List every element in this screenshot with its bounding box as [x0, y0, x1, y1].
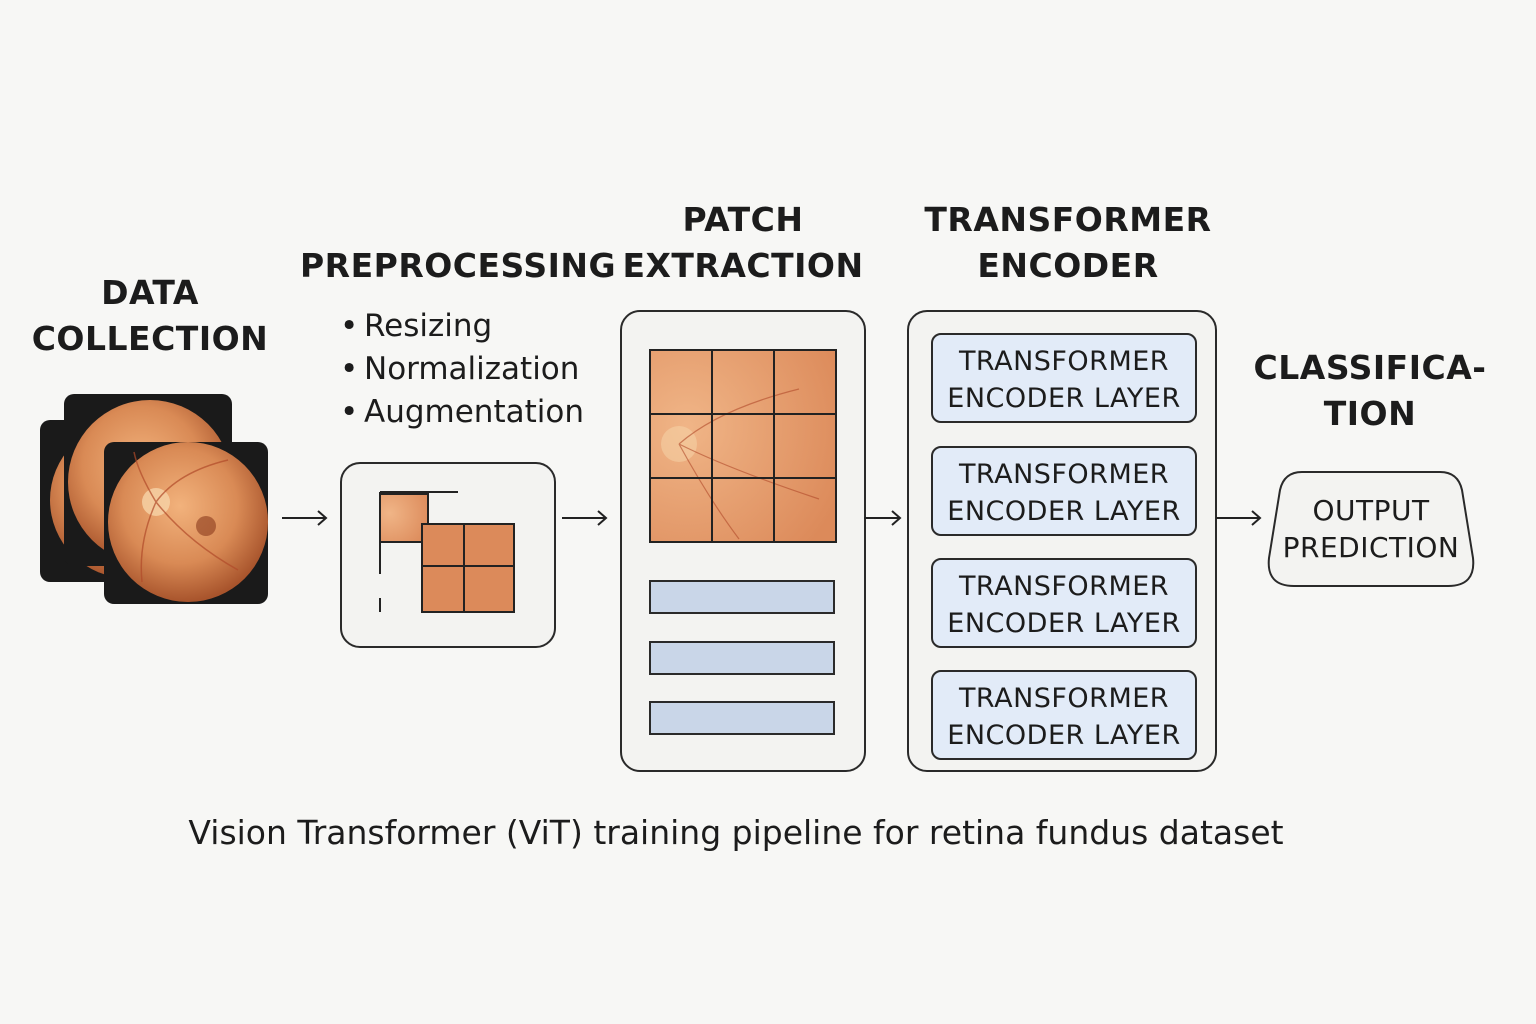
encoder-layer-label-line1: TRANSFORMER — [958, 459, 1170, 490]
classification-title-line2: TION — [1323, 394, 1417, 433]
preprocessing-steps: Resizing Normalization Augmentation — [340, 305, 584, 434]
patch-extraction-title-line2: EXTRACTION — [622, 246, 864, 285]
encoder-layer-label-line2: ENCODER LAYER — [947, 496, 1181, 527]
encoder-layer-label-line2: ENCODER LAYER — [947, 383, 1181, 414]
patch-grid — [649, 349, 837, 543]
transformer-encoder-panel: TRANSFORMER ENCODER LAYER TRANSFORMER EN… — [907, 310, 1217, 772]
patch-token-embedding — [649, 580, 835, 614]
transformer-encoder-layer: TRANSFORMER ENCODER LAYER — [931, 558, 1197, 648]
preprocessing-step: Normalization — [340, 348, 584, 391]
encoder-layer-label-line1: TRANSFORMER — [958, 683, 1170, 714]
encoder-layer-label-line1: TRANSFORMER — [958, 346, 1170, 377]
output-prediction-box: OUTPUT PREDICTION — [1266, 470, 1476, 588]
patch-extraction-panel — [620, 310, 866, 772]
output-prediction-label-line2: PREDICTION — [1282, 531, 1460, 564]
encoder-layer-label-line2: ENCODER LAYER — [947, 720, 1181, 751]
preprocessing-step: Resizing — [340, 305, 584, 348]
patch-token-embedding — [649, 641, 835, 675]
arrow-right-icon — [1216, 510, 1262, 526]
data-collection-title: DATA COLLECTION — [30, 270, 270, 362]
preprocessing-title: PREPROCESSING — [300, 243, 617, 289]
arrow-right-icon — [562, 510, 608, 526]
patch-extraction-title-line1: PATCH — [682, 200, 804, 239]
preprocessing-panel — [340, 462, 556, 648]
classification-title: CLASSIFICA- TION — [1250, 345, 1490, 437]
fundus-image-stack — [40, 394, 268, 604]
transformer-encoder-title-line2: ENCODER — [977, 246, 1159, 285]
preprocessing-step: Augmentation — [340, 391, 584, 434]
encoder-layer-label-line1: TRANSFORMER — [958, 571, 1170, 602]
patch-extraction-title: PATCH EXTRACTION — [618, 197, 868, 289]
figure-caption: Vision Transformer (ViT) training pipeli… — [188, 813, 1284, 852]
output-prediction-label-line1: OUTPUT — [1312, 494, 1430, 527]
classification-title-line1: CLASSIFICA- — [1253, 348, 1487, 387]
patch-token-embedding — [649, 701, 835, 735]
transformer-encoder-layer: TRANSFORMER ENCODER LAYER — [931, 446, 1197, 536]
fundus-image-icon — [104, 442, 268, 604]
transformer-encoder-layer: TRANSFORMER ENCODER LAYER — [931, 333, 1197, 423]
arrow-right-icon — [864, 510, 902, 526]
transformer-encoder-title-line1: TRANSFORMER — [924, 200, 1212, 239]
output-prediction-label: OUTPUT PREDICTION — [1266, 492, 1476, 566]
preprocessing-title-text: PREPROCESSING — [300, 246, 617, 285]
preprocessing-patches-graphic — [379, 491, 515, 613]
arrow-right-icon — [282, 510, 328, 526]
encoder-layer-label-line2: ENCODER LAYER — [947, 608, 1181, 639]
data-collection-title-line2: COLLECTION — [31, 319, 269, 358]
data-collection-title-line1: DATA — [101, 273, 199, 312]
output-prediction-shape — [1267, 471, 1475, 587]
transformer-encoder-title: TRANSFORMER ENCODER — [920, 197, 1216, 289]
transformer-encoder-layer: TRANSFORMER ENCODER LAYER — [931, 670, 1197, 760]
